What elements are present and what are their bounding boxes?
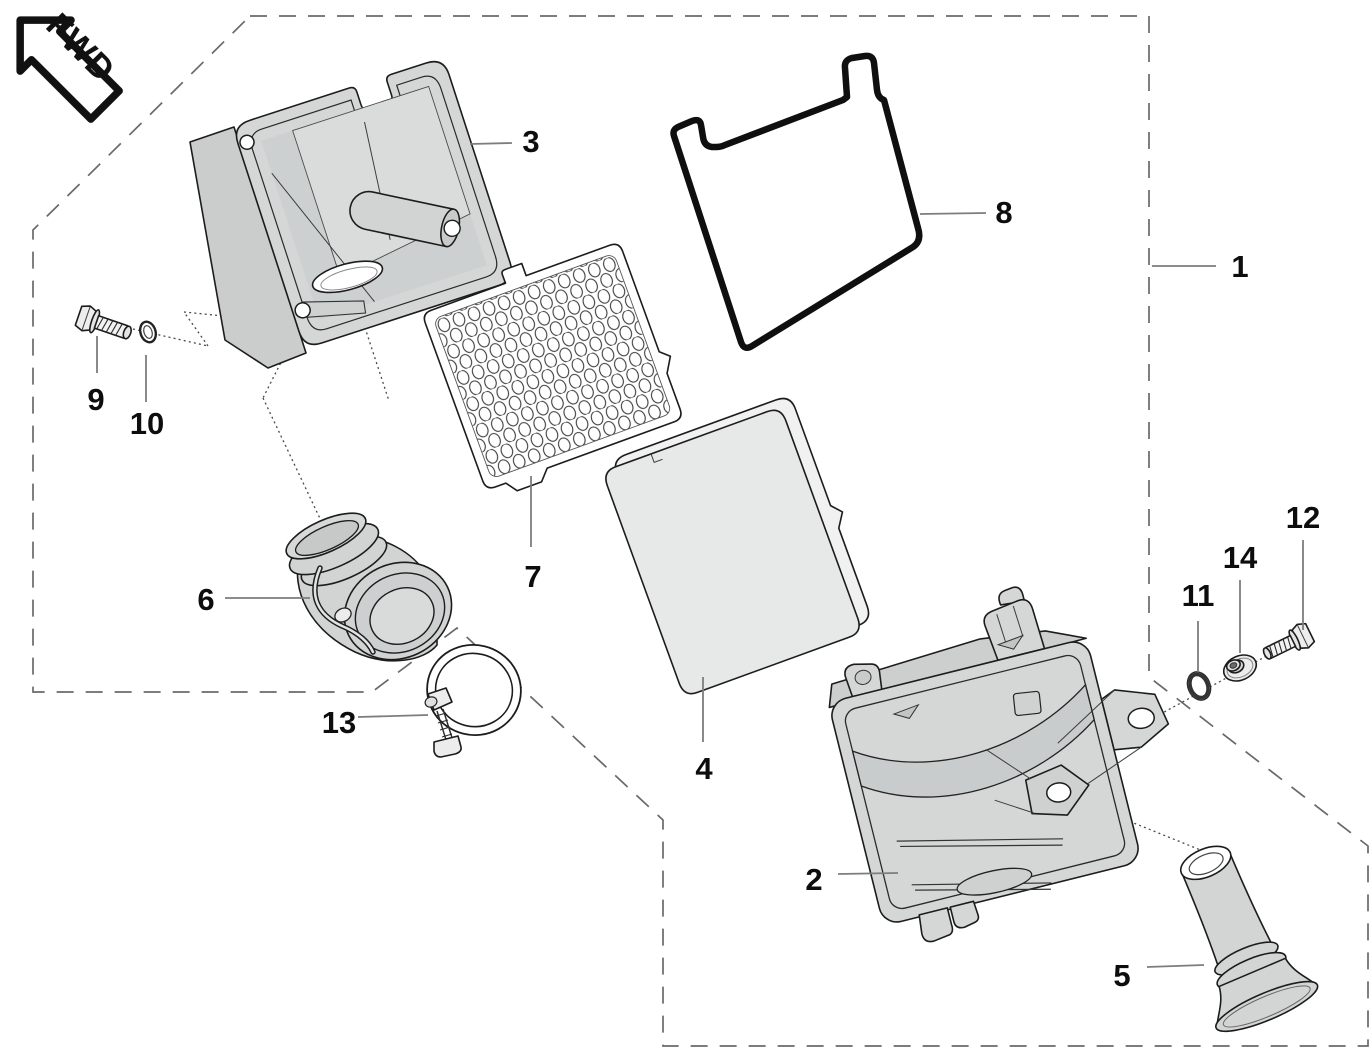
- hex-bolt: [1262, 622, 1316, 660]
- callout-label: 8: [995, 195, 1012, 230]
- callout-1: 1: [1152, 249, 1249, 284]
- leader-line: [1146, 964, 1205, 968]
- mesh-screen: [423, 243, 682, 492]
- filter-element: [605, 397, 870, 695]
- callout-label: 1: [1231, 249, 1248, 284]
- callout-label: 3: [522, 124, 539, 159]
- intake-tube: [1179, 845, 1319, 1033]
- callout-label: 2: [805, 862, 822, 897]
- cover-mounting-hole: [239, 134, 255, 151]
- callout-14: 14: [1223, 540, 1258, 653]
- callout-2: 2: [805, 862, 899, 897]
- callout-label: 4: [695, 751, 713, 786]
- hose-clamp: [424, 643, 522, 758]
- airbox-cover: [189, 60, 513, 369]
- cover-inner-tube: [349, 190, 461, 248]
- flange-bolt: [74, 305, 132, 340]
- assembly-axis-lines: [132, 287, 1293, 852]
- callout-label: 11: [1182, 578, 1215, 613]
- assembly-boundary-outline: [32, 15, 1369, 1047]
- callout-6: 6: [197, 582, 310, 617]
- callout-3: 3: [469, 124, 540, 159]
- airbox-base: [828, 586, 1170, 943]
- callout-label: 13: [322, 705, 356, 740]
- elbow-large-opening: [369, 587, 435, 645]
- callout-5: 5: [1113, 958, 1205, 993]
- callout-8: 8: [919, 195, 1013, 230]
- callout-4: 4: [695, 677, 713, 786]
- washer-small: [138, 320, 158, 344]
- o-ring: [1186, 671, 1212, 701]
- leader-line: [837, 872, 899, 875]
- elbow-small-opening: [294, 519, 360, 557]
- cover-mounting-hole: [294, 302, 311, 319]
- leader-line: [357, 714, 429, 718]
- callout-9: 9: [87, 336, 105, 417]
- fwd-arrow-icon: FWD: [16, 6, 123, 123]
- callout-label: 12: [1286, 500, 1320, 535]
- leader-line: [469, 142, 513, 145]
- leader-line: [919, 212, 987, 215]
- callout-10: 10: [130, 355, 164, 441]
- intake-elbow: [285, 512, 453, 662]
- base-ear-hole: [1127, 707, 1155, 730]
- callout-label: 6: [197, 582, 214, 617]
- callout-11: 11: [1182, 578, 1215, 672]
- callout-label: 9: [87, 382, 104, 417]
- callout-label: 5: [1113, 958, 1130, 993]
- cover-gasket: [670, 52, 923, 352]
- cover-oval-port: [311, 260, 384, 294]
- callout-label: 10: [130, 406, 164, 441]
- callout-label: 7: [524, 559, 541, 594]
- base-boss-hole: [1045, 782, 1072, 803]
- callout-label: 14: [1223, 540, 1258, 575]
- flanged-washer: [1222, 654, 1258, 682]
- callout-13: 13: [322, 705, 429, 740]
- callout-12: 12: [1286, 500, 1320, 630]
- callout-7: 7: [524, 476, 542, 594]
